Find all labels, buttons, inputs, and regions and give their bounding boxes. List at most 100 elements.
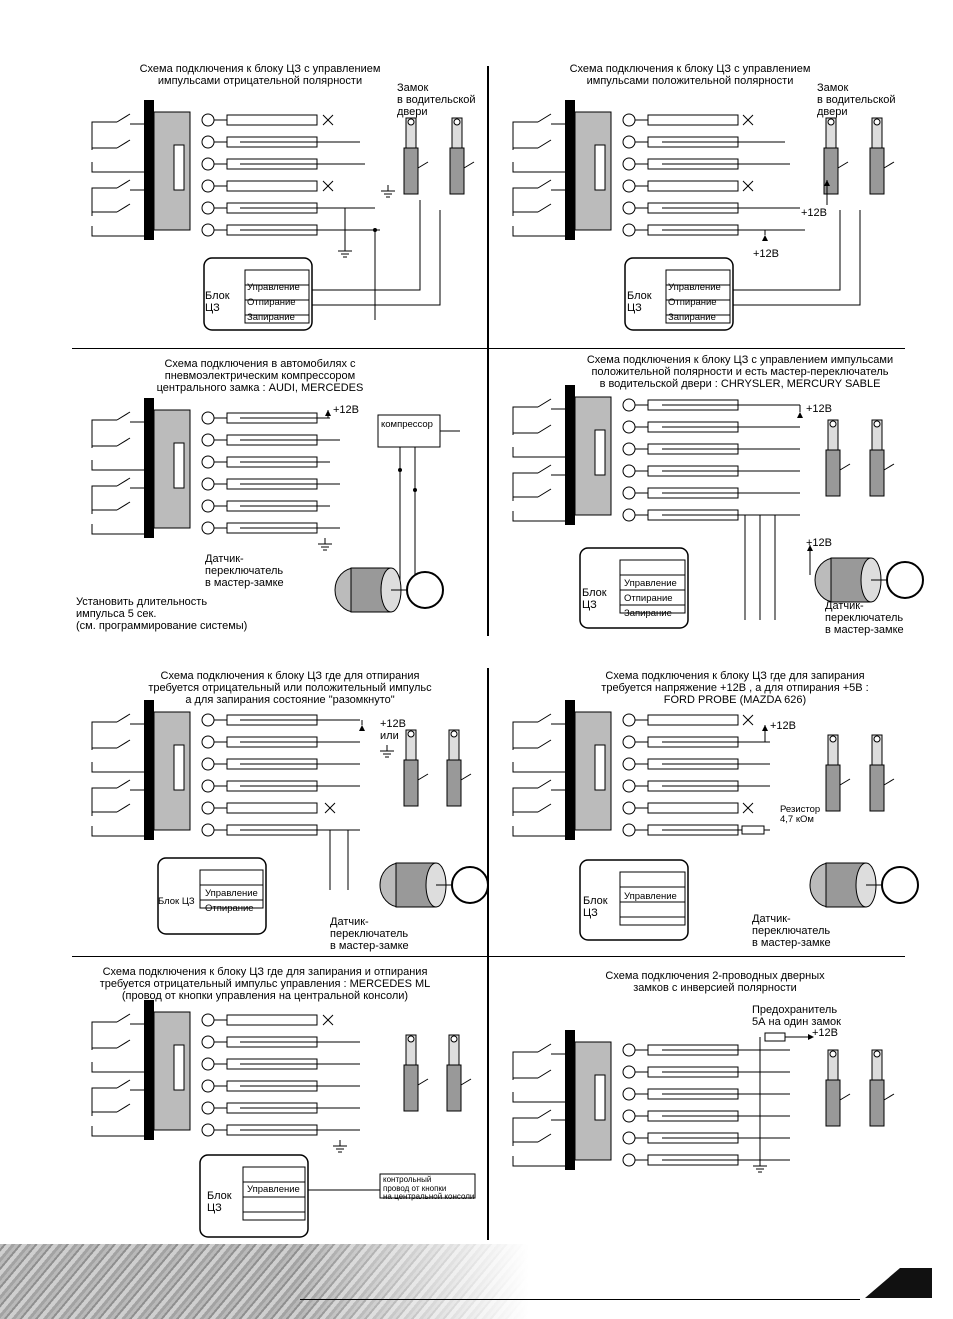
actuator [869,1079,885,1127]
actuator [403,147,419,195]
terminal [622,1043,636,1057]
supply-arrow [762,235,768,241]
actuator [403,759,419,807]
block-label: Блок ЦЗ [205,290,230,314]
switch-wire [91,1021,117,1050]
alarm-unit-bar [144,1000,154,1140]
wire-label-box [647,802,739,814]
alarm-connector [173,442,185,489]
terminal [201,201,215,215]
switch-wire [91,162,144,173]
voltage-label: +12В [770,720,796,732]
divider-vertical-1 [487,66,489,636]
switch-contact [116,1039,131,1049]
switch-wire [512,721,538,750]
switch-contact [537,203,552,213]
key-head [881,866,919,904]
terminal [622,442,636,456]
cz-block-rows [199,869,264,909]
cz-block-rows [242,1166,306,1221]
alarm-unit-body [574,111,612,231]
divider-vertical-2 [487,668,489,1240]
switch-contact [116,1013,131,1023]
wire-label-box [226,114,318,126]
switch-contact [537,1043,552,1053]
actuator-rod [448,729,460,761]
switch-wire [512,1117,538,1146]
wire-label-box [647,114,739,126]
cut-mark [322,1014,334,1026]
switch-wire [512,1051,538,1080]
alarm-unit-body [574,396,612,516]
actuator-pin [829,420,837,428]
supply-arrow [762,725,768,731]
note-label: Установить длительность импульса 5 сек. … [76,596,248,632]
switch-contact [537,424,552,434]
block-row-unlock: Отпирание [205,903,254,914]
terminal [622,201,636,215]
actuator-rod [871,1049,883,1081]
sensor-label: Датчик- переключатель в мастер-замке [330,916,409,952]
note-box [379,1173,476,1199]
switch-contact [537,113,552,123]
actuator-pin [453,118,461,126]
actuator [825,1079,841,1127]
switch-contact [116,411,131,421]
switch-wire [512,406,538,435]
block-label: Блок ЦЗ [582,587,607,611]
switch-wire [512,162,565,173]
block-row-unlock: Отпирание [668,297,717,308]
panel-5-title: Схема подключения к блоку ЦЗ где для отп… [148,670,432,706]
terminal [201,1123,215,1137]
wire [312,210,441,306]
switch-contact [116,179,131,189]
switch-wire [91,524,144,535]
switch-wire [512,1092,565,1103]
actuator [446,759,462,807]
switch-contact [116,113,131,123]
actuator-arm [417,1078,429,1086]
voltage-label: +12В [812,1027,838,1039]
cut-mark [742,114,754,126]
switch-wire [512,511,565,522]
cz-block-rows [244,269,310,324]
panel-6-title: Схема подключения к блоку ЦЗ где для зап… [601,670,869,706]
actuator-arm [417,773,429,781]
switch-contact [116,477,131,487]
switch-wire [91,460,144,471]
fuse [764,1032,786,1042]
actuator-arm [883,1093,895,1101]
actuator [825,764,841,812]
supply-arrow [824,180,830,186]
wire-label-box [226,180,318,192]
actuator-rod [405,117,417,149]
actuator-arm [839,463,851,471]
alarm-connector [173,744,185,791]
switch-contact [116,713,131,723]
voltage-label: +12В [806,403,832,415]
wire-label-box [647,714,739,726]
alarm-unit-bar [565,700,575,840]
terminal [201,113,215,127]
sensor-label: Датчик- переключатель в мастер-замке [825,600,904,636]
terminal [201,801,215,815]
key-head [886,561,924,599]
block-row-control: Управление [624,891,677,902]
switch-contact [537,398,552,408]
switch-wire [91,1062,144,1073]
supply-arrow [797,412,803,418]
switch-contact [116,1103,131,1113]
voltage-label: +12В [753,248,779,260]
wire-label-box [647,180,739,192]
switch-contact [537,779,552,789]
actuator-arm [463,161,475,169]
switch-contact [537,803,552,813]
alarm-unit-body [153,1011,191,1131]
terminal [622,757,636,771]
panel-3-title: Схема подключения в автомобилях с пневмо… [156,358,364,394]
actuator-arm [839,1093,851,1101]
terminal [201,411,215,425]
compressor [377,414,441,448]
junction-dot [413,488,417,492]
switch-wire [512,826,565,837]
